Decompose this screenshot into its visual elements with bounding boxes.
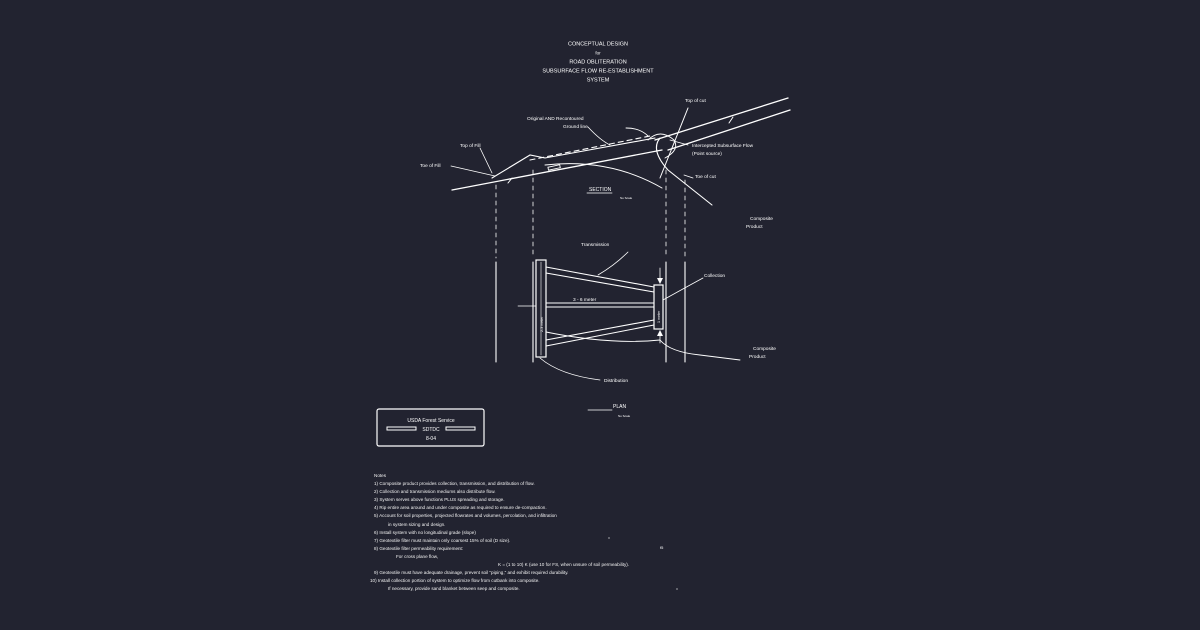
label-intercepted-2: (Point source) bbox=[692, 151, 722, 157]
title-block: CONCEPTUAL DESIGN for ROAD OBLITERATION … bbox=[542, 42, 654, 84]
title-line-2: for bbox=[595, 51, 601, 56]
top-cut-curve bbox=[625, 127, 649, 137]
stamp-line-2: SDTDC bbox=[422, 427, 440, 433]
label-plan-composite-2: Product bbox=[749, 354, 766, 360]
ground-line-upslope bbox=[654, 97, 789, 141]
label-original-ground-2: Ground line bbox=[563, 124, 588, 130]
ground-line-upslope-2 bbox=[667, 109, 791, 151]
distribution-bar bbox=[535, 259, 547, 358]
title-line-4: SUBSURFACE FLOW RE-ESTABLISHMENT bbox=[542, 69, 654, 75]
label-top-of-cut: Top of cut bbox=[685, 98, 706, 104]
title-line-1: CONCEPTUAL DESIGN bbox=[568, 42, 628, 48]
notes-heading: Notes bbox=[374, 473, 387, 478]
note-item: 10) Install collection portion of system… bbox=[370, 578, 540, 584]
agency-stamp: USDA Forest Service SDTDC 8-04 bbox=[376, 408, 485, 447]
stamp-line-1: USDA Forest Service bbox=[407, 418, 454, 424]
note-item: 2) Collection and transmission mediums a… bbox=[374, 489, 496, 495]
drain-piece bbox=[547, 164, 561, 171]
label-composite-2: Product bbox=[746, 224, 763, 230]
stamp-line-3: 8-04 bbox=[426, 436, 436, 442]
leader-distribution bbox=[539, 357, 601, 381]
section-labels: Top of cut Original AND Recontoured Grou… bbox=[420, 98, 773, 230]
leader-collection bbox=[662, 277, 704, 301]
label-collection: Collection bbox=[704, 273, 725, 279]
stray-mark: f5 bbox=[660, 545, 664, 550]
intercepted-flow-arc bbox=[647, 133, 677, 159]
transmission-top-2 bbox=[545, 272, 655, 293]
title-line-3: ROAD OBLITERATION bbox=[569, 60, 626, 66]
label-distribution: Distribution bbox=[604, 378, 628, 384]
note-item: 1) Composite product provides collection… bbox=[374, 481, 535, 487]
plan-view bbox=[495, 251, 741, 411]
section-scale: No Scale bbox=[620, 196, 633, 200]
label-intercepted-1: Intercepted Subsurface Flow bbox=[692, 143, 754, 149]
ground-line-downslope bbox=[451, 149, 663, 191]
note-item: 9) Geotextile must have adequate drainag… bbox=[374, 570, 569, 576]
note-item: 3) System serves above functions PLUS sp… bbox=[374, 497, 505, 503]
label-composite-1: Composite bbox=[750, 216, 773, 222]
label-toe-of-cut: Toe of cut bbox=[695, 174, 716, 180]
leader-transmission bbox=[597, 251, 629, 276]
note-item: For cross plane flow, bbox=[396, 553, 439, 559]
title-line-5: SYSTEM bbox=[587, 78, 610, 84]
section-title: SECTION bbox=[589, 187, 612, 193]
note-item: 8) Geotextile filter permeability requir… bbox=[374, 545, 464, 551]
label-top-of-fill: Top of Fill bbox=[460, 143, 481, 149]
note-item: in system sizing and design. bbox=[388, 521, 446, 527]
note-item: 5) Account for soil properties, projecte… bbox=[374, 513, 557, 519]
fill-prism bbox=[491, 137, 656, 179]
label-span: 3 - 6 meter bbox=[573, 297, 597, 303]
note-item: 4) Rip entire area around and under comp… bbox=[374, 505, 547, 511]
note-item: K = (1 to 10) K (use 10 for FS, when uns… bbox=[498, 562, 630, 568]
note-item: 7) Geotextile filter must maintain only … bbox=[374, 537, 511, 543]
notes-block: Notes 1) Composite product provides coll… bbox=[368, 472, 688, 593]
plan-labels: Transmission Collection 3 - 6 meter 2-3 … bbox=[540, 242, 776, 418]
label-original-ground-1: Original AND Recontoured bbox=[527, 116, 584, 122]
label-plan-composite-1: Composite bbox=[753, 346, 776, 352]
cut-slope-line bbox=[659, 107, 689, 179]
label-toe-of-fill: Toe of Fill bbox=[420, 163, 441, 169]
transmission-bot-2 bbox=[545, 324, 655, 347]
fill-base-curve bbox=[544, 163, 663, 189]
original-ground-dashed bbox=[529, 135, 651, 161]
transmission-top-1 bbox=[545, 266, 655, 288]
cut-slope bbox=[655, 137, 713, 206]
note-item: If necessary, provide sand blanket betwe… bbox=[388, 586, 520, 592]
label-left-width: 2-3 meter bbox=[540, 316, 544, 332]
composite-curve bbox=[545, 331, 741, 361]
plan-title: PLAN bbox=[613, 404, 626, 410]
note-item: 6) Install system with no longitudinal g… bbox=[374, 529, 476, 535]
plan-scale: No Scale bbox=[618, 414, 631, 418]
section-view bbox=[450, 97, 791, 259]
transmission-bot-1 bbox=[545, 319, 655, 341]
label-right-width: 1 meter bbox=[657, 310, 661, 323]
label-transmission: Transmission bbox=[581, 242, 610, 248]
